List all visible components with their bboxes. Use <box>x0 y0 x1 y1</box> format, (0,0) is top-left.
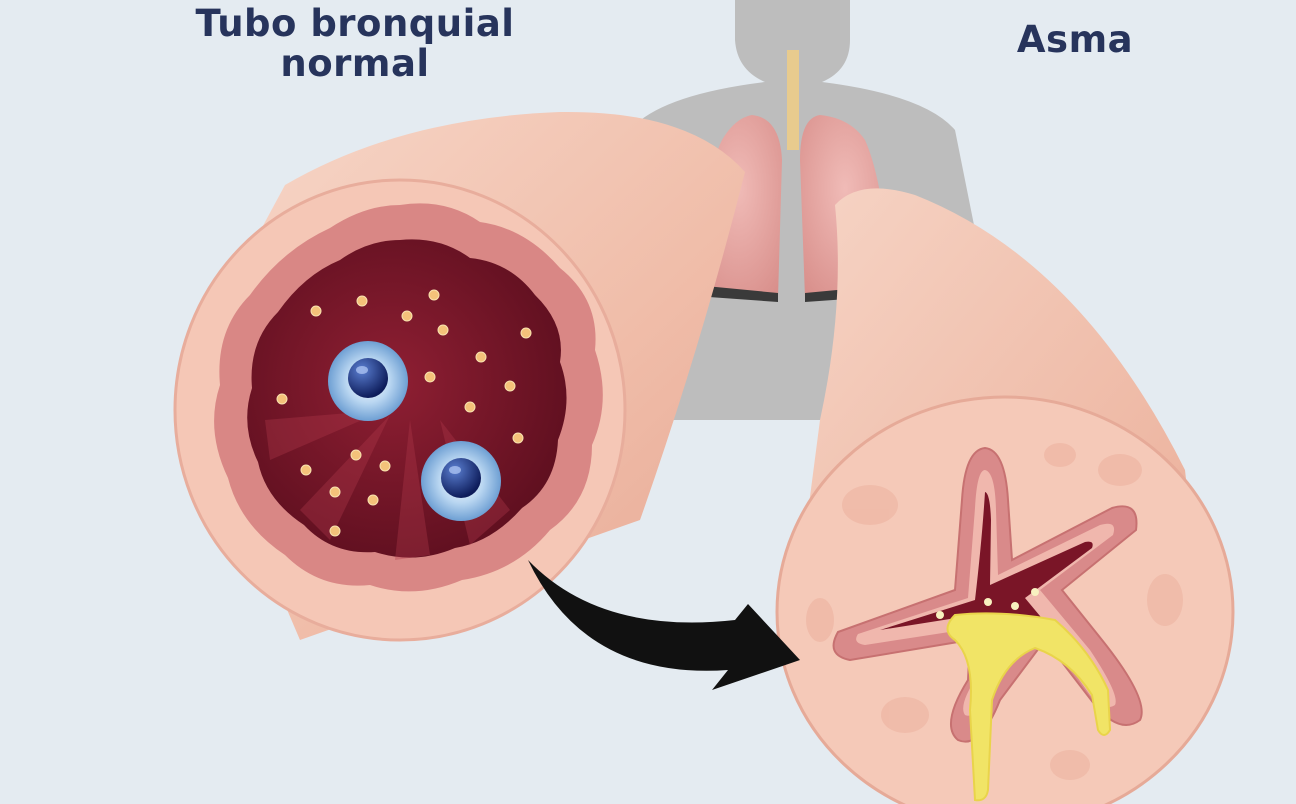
trachea-icon <box>787 50 799 150</box>
air-particles <box>276 289 532 537</box>
immune-cell-icon <box>328 341 408 421</box>
curved-arrow-icon <box>528 560 800 690</box>
normal-bronchial-tube-label: Tubo bronquial normal <box>150 4 560 84</box>
asthma-label: Asma <box>1016 18 1134 61</box>
normal-cross-section <box>173 178 627 642</box>
immune-cell-icon <box>421 441 501 521</box>
asthma-cross-section <box>775 395 1235 804</box>
normal-label-line1: Tubo bronquial <box>195 2 515 45</box>
normal-label-line2: normal <box>280 41 430 85</box>
mucus-plug <box>946 612 1112 802</box>
